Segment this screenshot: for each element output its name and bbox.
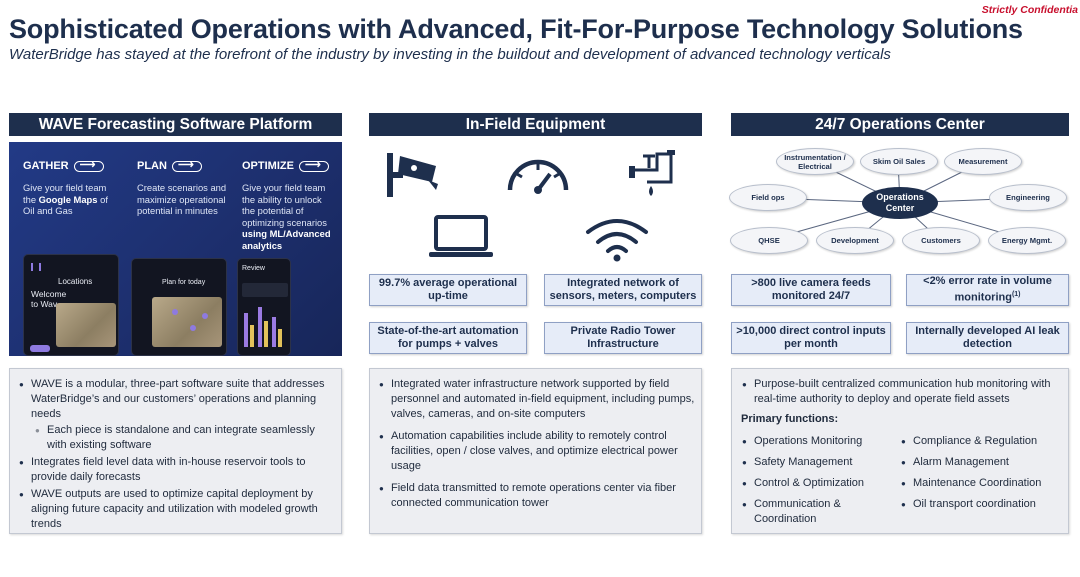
plan-title: PLAN	[137, 160, 167, 172]
chart-bar	[244, 313, 248, 347]
arrow-right-icon	[298, 158, 329, 172]
phone-button	[30, 345, 50, 352]
function-item: Compliance & Regulation	[901, 434, 1065, 449]
node-development: Development	[816, 227, 894, 254]
node-field-ops: Field ops	[729, 184, 807, 211]
laptop-icon	[429, 215, 493, 257]
chart-bar	[278, 329, 282, 347]
function-item: Maintenance Coordination	[901, 476, 1065, 491]
chart-bar	[264, 321, 268, 347]
function-item: Oil transport coordination	[901, 497, 1065, 512]
wave-logo-icon	[31, 263, 41, 271]
ops-bullets-box: Purpose-built centralized communication …	[731, 368, 1069, 534]
stat-uptime: 99.7% average operational up-time	[369, 274, 527, 306]
function-item: Alarm Management	[901, 455, 1065, 470]
node-energy-mgmt: Energy Mgmt.	[988, 227, 1066, 254]
stat-radio-tower: Private Radio Tower Infrastructure	[544, 322, 702, 354]
phone-review-label: Review	[242, 265, 265, 272]
optimize-title: OPTIMIZE	[242, 160, 294, 172]
plan-description: Create scenarios and maximize operationa…	[137, 182, 227, 216]
node-operations-center: Operations Center	[862, 187, 938, 219]
wave-optimize-column: OPTIMIZE Give your field team the abilit…	[242, 158, 337, 251]
map-thumbnail	[56, 303, 116, 347]
field-bullet: Integrated water infrastructure network …	[379, 377, 696, 422]
node-instrumentation: Instrumentation / Electrical	[776, 148, 854, 175]
camera-icon	[387, 153, 438, 197]
gather-title: GATHER	[23, 160, 69, 172]
ops-intro-bullet: Purpose-built centralized communication …	[742, 377, 1059, 407]
stat-automation: State-of-the-art automation for pumps + …	[369, 322, 527, 354]
optimize-description: Give your field team the ability to unlo…	[242, 182, 331, 251]
ops-heading: 24/7 Operations Center	[731, 113, 1069, 136]
phone-locations-label: Locations	[58, 277, 93, 286]
valve-icon	[629, 150, 675, 196]
stat-sensor-network: Integrated network of sensors, meters, c…	[544, 274, 702, 306]
node-measurement: Measurement	[944, 148, 1022, 175]
primary-functions-label: Primary functions:	[741, 413, 839, 425]
phone-screenshot-plan: Plan for today	[131, 258, 227, 356]
function-item: Operations Monitoring	[742, 434, 899, 449]
page-subtitle: WaterBridge has stayed at the forefront …	[9, 46, 891, 63]
phone-welcome-label: Welcome	[31, 289, 67, 299]
page-title: Sophisticated Operations with Advanced, …	[9, 14, 1023, 44]
stat-ai-leak: Internally developed AI leak detection	[906, 322, 1069, 354]
chart-bar	[272, 317, 276, 347]
node-customers: Customers	[902, 227, 980, 254]
wave-plan-column: PLAN Create scenarios and maximize opera…	[137, 158, 229, 217]
chart-bar	[250, 325, 254, 347]
phone-screenshot-locations: Locations Welcome to Wav	[23, 254, 119, 356]
stat-control-inputs: >10,000 direct control inputs per month	[731, 322, 891, 354]
arrow-right-icon	[73, 158, 104, 172]
wave-bullet: Integrates field level data with in-hous…	[19, 455, 331, 485]
node-skim-oil-sales: Skim Oil Sales	[860, 148, 938, 175]
wave-heading: WAVE Forecasting Software Platform	[9, 113, 342, 136]
wave-bullet: WAVE outputs are used to optimize capita…	[19, 487, 336, 532]
wave-promo-panel: GATHER Give your field team the Google M…	[9, 142, 342, 356]
function-item: Communication & Coordination	[742, 497, 864, 527]
field-heading: In-Field Equipment	[369, 113, 702, 136]
map-thumbnail	[152, 297, 222, 347]
confidential-label: Strictly Confidentia	[981, 4, 1078, 16]
arrow-right-icon	[171, 158, 202, 172]
node-qhse: QHSE	[730, 227, 808, 254]
field-bullet: Field data transmitted to remote operati…	[379, 481, 696, 511]
phone-welcome-label-2: to Wav	[31, 299, 58, 309]
wave-bullets-box: WAVE is a modular, three-part software s…	[9, 368, 342, 534]
wave-sub-bullet: Each piece is standalone and can integra…	[35, 423, 337, 453]
stat-camera-feeds: >800 live camera feeds monitored 24/7	[731, 274, 891, 306]
gauge-icon	[507, 159, 569, 194]
wifi-icon	[586, 219, 648, 262]
field-bullets-box: Integrated water infrastructure network …	[369, 368, 702, 534]
wave-gather-column: GATHER Give your field team the Google M…	[23, 158, 118, 217]
chart-bar	[258, 307, 262, 347]
node-engineering: Engineering	[989, 184, 1067, 211]
field-bullet: Automation capabilities include ability …	[379, 429, 696, 474]
function-item: Safety Management	[742, 455, 899, 470]
stat-error-rate: <2% error rate in volume monitoring(1)	[906, 274, 1069, 306]
wave-bullet: WAVE is a modular, three-part software s…	[19, 377, 331, 422]
function-item: Control & Optimization	[742, 476, 899, 491]
phone-screenshot-review: Review	[237, 258, 291, 356]
phone-plan-label: Plan for today	[162, 279, 206, 286]
gather-description: Give your field team the Google Maps of …	[23, 182, 108, 216]
